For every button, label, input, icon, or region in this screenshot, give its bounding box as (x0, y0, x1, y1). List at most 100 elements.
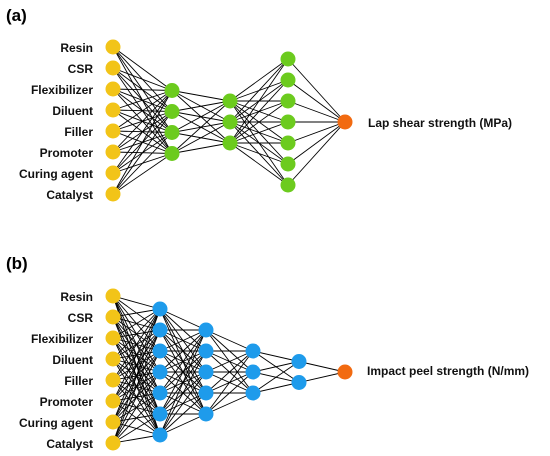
panel-b-edge (112, 308, 161, 360)
panel-a-edge (287, 58, 346, 123)
panel-a-hidden-3-node (280, 156, 296, 172)
panel-b-input-label-promoter: Promoter (40, 395, 94, 409)
panel-b-edge (159, 329, 207, 394)
panel-b-hidden-3-node (245, 343, 261, 359)
panel-b-edge (159, 413, 207, 436)
panel-a-edge (229, 100, 289, 144)
panel-b-edge (252, 361, 300, 394)
panel-b-hidden-2-node (198, 364, 214, 380)
panel-b-edge (112, 308, 161, 423)
panel-a-input-label-flexibilizer: Flexibilizer (31, 83, 93, 97)
panel-a-edge (229, 79, 289, 144)
panel-a-input-label-catalyst: Catalyst (46, 188, 93, 202)
panel-b-edge (205, 392, 254, 415)
panel-b-input-label-diluent: Diluent (52, 353, 93, 367)
panel-b-input-node (105, 435, 121, 451)
panel-a-hidden-1-node (164, 125, 180, 140)
panel-b-input-node (105, 414, 121, 430)
panel-a-hidden-3-node (280, 135, 296, 151)
panel-b-edge (112, 308, 161, 402)
panel-b-hidden-2-node (198, 343, 214, 359)
panel-a-input-node (105, 123, 121, 139)
panel-a-hidden-2-node (222, 135, 238, 151)
panel-b-hidden-2-node (198, 322, 214, 338)
panel-b-edge (298, 371, 346, 383)
panel-a-output-node (337, 114, 353, 130)
panel-a-input-node (105, 81, 121, 97)
panel-b-hidden-3-node (245, 385, 261, 401)
panel-a-input-node (105, 165, 121, 181)
panel-b-edge (205, 350, 254, 415)
panel-a-edge (112, 90, 173, 174)
panel-a-input-node (105, 60, 121, 76)
panel-b-edge (112, 350, 161, 444)
panel-b-edge (112, 308, 161, 339)
panel-b-input-node (105, 309, 121, 325)
panel-a-edge (229, 142, 289, 186)
panel-a-edge (112, 90, 173, 132)
panel-a-input-labels: Resin CSR Flexibilizer Diluent Filler Pr… (19, 41, 93, 202)
panel-b-edge (252, 361, 300, 373)
panel-b-edge (112, 308, 161, 381)
panel-b: (b) Resin CSR Flexibilizer Diluent Fille… (6, 254, 529, 451)
panel-b-edge (159, 392, 207, 436)
panel-b-input-label-csr: CSR (68, 311, 94, 325)
panel-b-edge (205, 329, 254, 352)
panel-a-edge (287, 121, 346, 144)
panel-a-edge (112, 132, 173, 195)
panel-b-edge (159, 371, 207, 436)
panel-a-edge (287, 79, 346, 123)
panel-a-input-label-diluent: Diluent (52, 104, 93, 118)
panel-a-input-node (105, 39, 121, 55)
panel-a-edge (112, 153, 173, 195)
panel-a-edge (229, 121, 289, 144)
panel-a-edge (171, 100, 231, 154)
panel-a-edge (112, 90, 173, 111)
panel-a-edges (112, 46, 346, 195)
panel-a-hidden-2-node (222, 114, 238, 130)
panel-b-output-label: Impact peel strength (N/mm) (367, 364, 529, 378)
panel-b-hidden-3-node (245, 364, 261, 380)
panel-a-hidden-3-node (280, 93, 296, 109)
panel-a-input-label-csr: CSR (68, 62, 94, 76)
panel-b-hidden-1-node (152, 427, 168, 443)
panel-b-edge (159, 350, 207, 436)
panel-a-input-label-resin: Resin (60, 41, 93, 55)
panel-b-input-node (105, 372, 121, 388)
panel-a-input-label-promoter: Promoter (40, 146, 94, 160)
panel-a-input-label-filler: Filler (64, 125, 93, 139)
panel-a-edge (171, 121, 231, 154)
panel-b-hidden-4-node (291, 354, 307, 369)
panel-a-hidden-3-node (280, 177, 296, 193)
panel-b-input-label-curing-agent: Curing agent (19, 416, 93, 430)
panel-b-input-label-resin: Resin (60, 290, 93, 304)
panel-b-nodes (105, 288, 353, 451)
panel-b-input-label-catalyst: Catalyst (46, 437, 93, 451)
panel-b-edge (112, 371, 161, 444)
panel-a-edge (229, 142, 289, 165)
panel-a-nodes (105, 39, 353, 202)
panel-a-edge (287, 121, 346, 186)
panel-b-edge (252, 382, 300, 394)
panel-a-edge (229, 58, 289, 123)
panel-a-edge (112, 90, 173, 195)
panel-b-input-label-filler: Filler (64, 374, 93, 388)
panel-b-edge (112, 295, 161, 310)
panel-a-hidden-1-node (164, 83, 180, 98)
panel-b-edge (112, 329, 161, 444)
panel-b-hidden-1-node (152, 301, 168, 317)
panel-a-input-node (105, 102, 121, 118)
panel-a-edge (112, 111, 173, 195)
panel-b-edge (298, 361, 346, 373)
panel-b-edge (205, 350, 254, 394)
panel-a-edge (112, 88, 173, 91)
panel-b-hidden-1-node (152, 406, 168, 422)
panel-a: (a) Resin CSR Flexibilizer Diluent Fille… (6, 6, 512, 202)
panel-a-edge (112, 67, 173, 91)
panel-a-hidden-2-node (222, 93, 238, 109)
panel-b-edge (112, 413, 161, 444)
panel-b-edge (112, 392, 161, 444)
panel-a-edge (112, 90, 173, 153)
panel-a-input-node (105, 186, 121, 202)
